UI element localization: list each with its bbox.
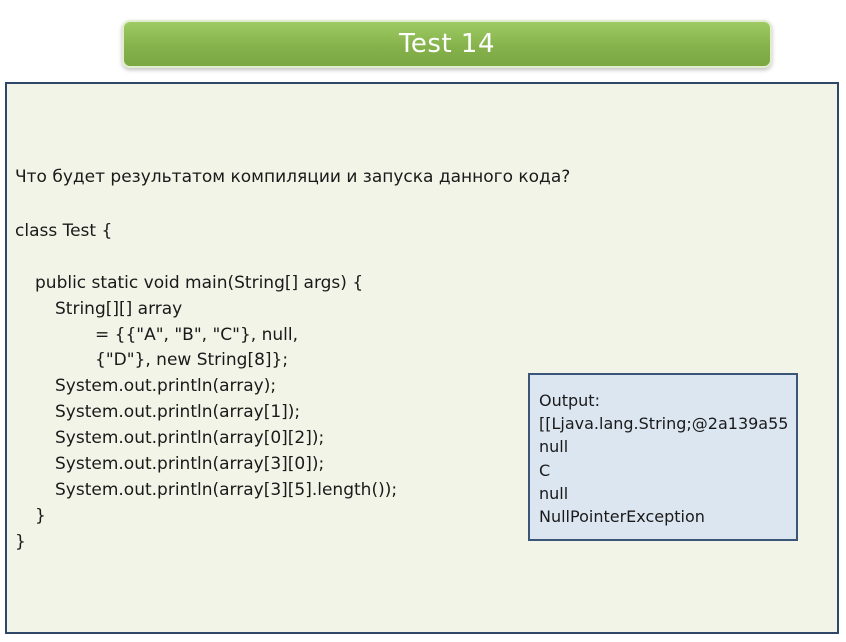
code-line <box>15 245 397 271</box>
output-line: NullPointerException <box>539 507 705 527</box>
code-block: class Test { public static void main(Str… <box>15 219 397 556</box>
output-line: [[Ljava.lang.String;@2a139a55 <box>539 414 789 434</box>
code-line: String[][] array <box>55 298 183 319</box>
code-line: System.out.println(array[1]); <box>55 402 301 423</box>
code-line: } <box>15 531 26 552</box>
content-panel: Что будет результатом компиляции и запус… <box>5 82 839 634</box>
output-label: Output: <box>539 391 600 410</box>
code-line: System.out.println(array[3][5].length())… <box>55 479 398 500</box>
code-line: } <box>35 505 46 526</box>
code-line: public static void main(String[] args) { <box>35 272 364 293</box>
code-line: class Test { <box>15 221 113 241</box>
title-banner: Test 14 <box>122 20 772 68</box>
code-line: = {{"A", "B", "C"}, null, <box>95 324 298 345</box>
question-text: Что будет результатом компиляции и запус… <box>15 167 571 187</box>
slide-title: Test 14 <box>398 29 496 59</box>
output-box: Output: [[Ljava.lang.String;@2a139a55 nu… <box>528 373 798 541</box>
output-line: null <box>539 437 569 457</box>
code-line: System.out.println(array[0][2]); <box>55 428 325 449</box>
code-line: System.out.println(array[3][0]); <box>55 454 325 475</box>
code-line: {"D"}, new String[8]}; <box>95 350 289 371</box>
output-line: null <box>539 483 569 503</box>
code-line: System.out.println(array); <box>55 376 277 397</box>
output-line: C <box>539 460 551 480</box>
